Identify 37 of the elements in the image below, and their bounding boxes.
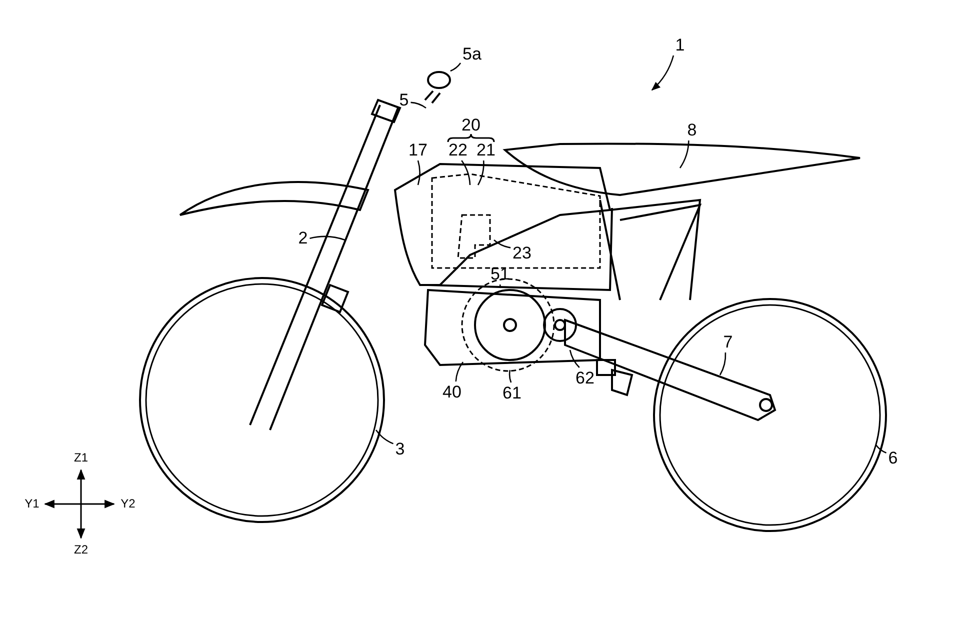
callout-number: 61 [502,384,522,402]
leader-line [461,160,471,186]
leader-line [508,370,512,383]
callout-number: 20 [460,116,482,134]
leader-line [455,362,464,382]
callout-number: 2 [297,228,309,248]
leader-line [679,140,690,168]
callout-number: 62 [574,368,596,388]
axis-label: Z1 [73,452,89,464]
callout-number: 5a [462,44,482,64]
callout-number: 3 [394,440,406,458]
callout-number: 17 [408,140,428,160]
callout-number: 5 [398,90,410,110]
axis-label: Z2 [73,544,89,556]
axis-label: Y2 [120,498,136,510]
callout-number: 8 [686,120,698,140]
callout-number: 22 [448,140,468,160]
axis-label: Y1 [24,498,40,510]
switch-loop [427,71,451,89]
callout-number: 1 [674,36,686,54]
leader-line [410,102,426,109]
callout-number: 23 [512,244,532,262]
leader-line [499,284,501,288]
leader-line [417,160,420,186]
callout-number: 40 [442,382,462,402]
leader-line [875,444,887,454]
arrow [651,55,674,91]
leader-line [310,236,346,241]
leader-line [719,352,726,376]
callout-number: 7 [722,332,734,352]
leader-line [477,160,484,186]
leader-line [375,430,394,444]
leader-line [450,62,462,72]
leader-line [494,240,511,248]
callout-number: 6 [887,448,899,468]
callout-number: 21 [476,140,496,160]
leader-line [569,350,580,368]
